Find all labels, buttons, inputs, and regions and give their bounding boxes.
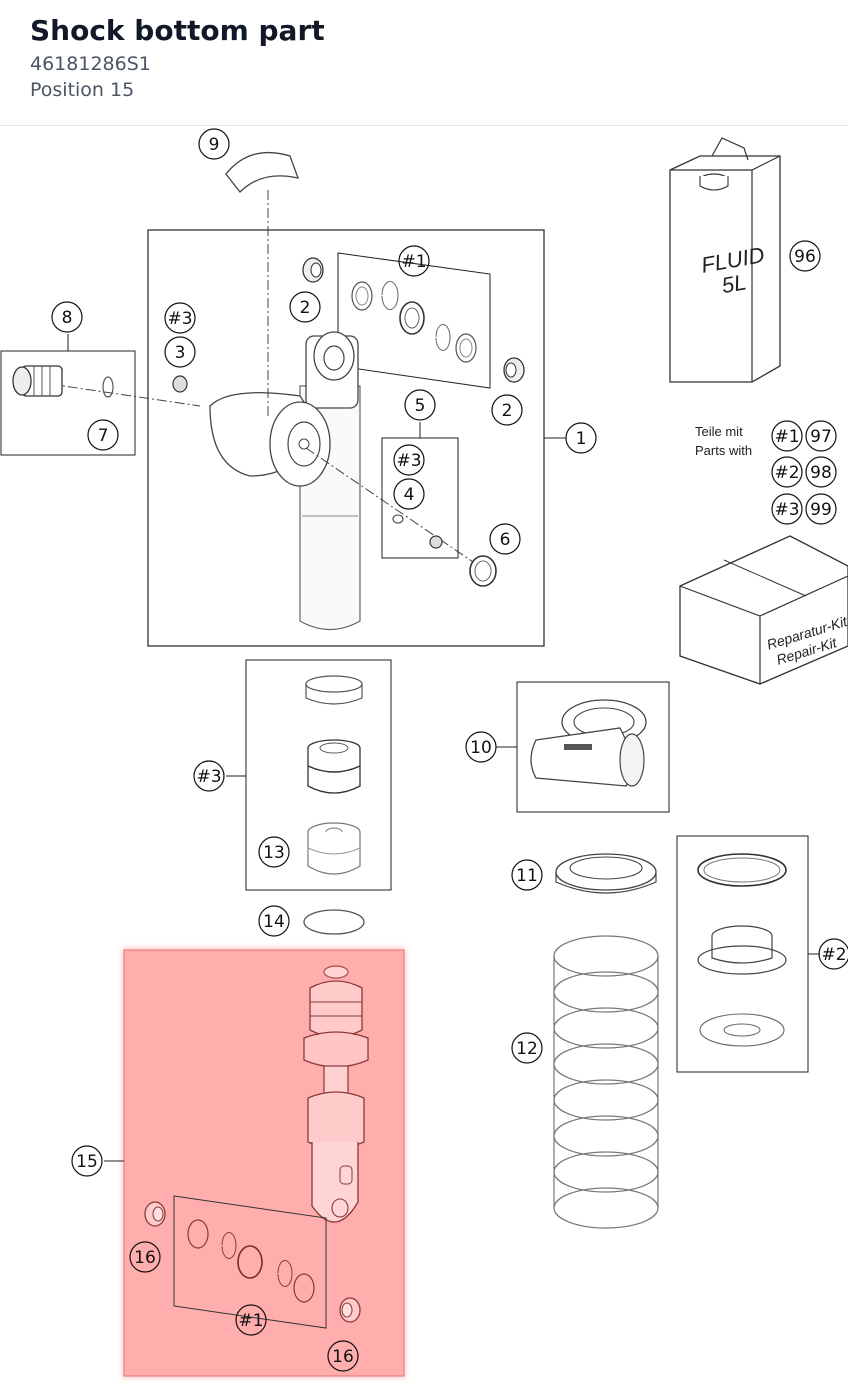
callout-c5[interactable]: 5 bbox=[404, 389, 436, 421]
callout-label: 5 bbox=[415, 396, 426, 416]
part-96-fluid-can: FLUID 5L bbox=[669, 137, 781, 383]
callout-label: 12 bbox=[516, 1039, 538, 1059]
callout-c96[interactable]: 96 bbox=[789, 240, 821, 272]
callout-c3h-mid[interactable]: #3 bbox=[193, 760, 225, 792]
note-teile-mit: Teile mit bbox=[695, 424, 743, 439]
callout-c2a[interactable]: 2 bbox=[289, 291, 321, 323]
callout-c11[interactable]: 11 bbox=[511, 859, 543, 891]
callout-label: 7 bbox=[98, 426, 109, 446]
callout-k98[interactable]: 98 bbox=[805, 456, 837, 488]
callout-c13[interactable]: 13 bbox=[258, 836, 290, 868]
callout-label: #3 bbox=[196, 767, 221, 787]
callout-k2[interactable]: #2 bbox=[771, 456, 803, 488]
callout-c12[interactable]: 12 bbox=[511, 1032, 543, 1064]
part-13-bumper bbox=[307, 822, 361, 875]
callout-c8[interactable]: 8 bbox=[51, 301, 83, 333]
callout-label: 14 bbox=[263, 912, 285, 932]
page-header: Shock bottom part 46181286S1 Position 15 bbox=[0, 0, 848, 126]
group-box-kit-3 bbox=[245, 659, 392, 891]
callout-label: #3 bbox=[396, 451, 421, 471]
callout-label: 1 bbox=[576, 429, 587, 449]
part-10-reservoir-cap bbox=[530, 699, 647, 787]
callout-label: 96 bbox=[794, 247, 816, 267]
callout-label: 10 bbox=[470, 738, 492, 758]
callout-c4[interactable]: 4 bbox=[393, 478, 425, 510]
callout-c2b[interactable]: 2 bbox=[491, 394, 523, 426]
callout-c16a[interactable]: 16 bbox=[129, 1241, 161, 1273]
callout-label: #1 bbox=[774, 427, 799, 447]
callout-label: 6 bbox=[500, 530, 511, 550]
callout-label: 2 bbox=[502, 401, 513, 421]
exploded-parts-diagram: FLUID 5L Reparatur-Kit Repair-Kit Teile … bbox=[0, 126, 848, 1390]
callout-k97[interactable]: 97 bbox=[805, 420, 837, 452]
reservoir-body bbox=[209, 331, 361, 630]
callout-label: 2 bbox=[300, 298, 311, 318]
callout-label: #2 bbox=[774, 463, 799, 483]
callout-c14[interactable]: 14 bbox=[258, 905, 290, 937]
callout-label: 13 bbox=[263, 843, 285, 863]
callout-c2h-right[interactable]: #2 bbox=[818, 938, 848, 970]
part-9-clip bbox=[225, 152, 300, 193]
callout-k99[interactable]: 99 bbox=[805, 493, 837, 525]
page-title: Shock bottom part bbox=[30, 14, 325, 47]
callout-label: 98 bbox=[810, 463, 832, 483]
callout-label: 9 bbox=[209, 135, 220, 155]
callout-c15[interactable]: 15 bbox=[71, 1145, 103, 1177]
part-11-spring-seat bbox=[555, 853, 657, 894]
seal-kit-box-lower bbox=[173, 1195, 327, 1329]
position-label: Position 15 bbox=[30, 79, 135, 101]
part-15-piston-rod bbox=[303, 965, 369, 1223]
part-14-ring bbox=[303, 909, 365, 935]
callout-label: 3 bbox=[175, 343, 186, 363]
seal-kit-box-upper bbox=[337, 252, 491, 389]
callout-label: #1 bbox=[238, 1311, 263, 1331]
callout-c16b[interactable]: 16 bbox=[327, 1340, 359, 1372]
callout-label: 11 bbox=[516, 866, 538, 886]
part-8-adjuster bbox=[12, 365, 63, 397]
callout-c1h-bot[interactable]: #1 bbox=[235, 1304, 267, 1336]
callout-label: #1 bbox=[401, 252, 426, 272]
callout-label: #3 bbox=[774, 500, 799, 520]
callout-k3[interactable]: #3 bbox=[771, 493, 803, 525]
callout-label: 16 bbox=[134, 1248, 156, 1268]
callout-label: 16 bbox=[332, 1347, 354, 1367]
callout-label: #3 bbox=[167, 309, 192, 329]
part-12-spring bbox=[553, 935, 659, 1229]
diagram-svg: FLUID 5L Reparatur-Kit Repair-Kit Teile … bbox=[0, 128, 848, 1378]
callout-c6[interactable]: 6 bbox=[489, 523, 521, 555]
callout-c3h[interactable]: #3 bbox=[164, 302, 196, 334]
part-piston-assembly bbox=[307, 739, 361, 794]
callout-c3[interactable]: 3 bbox=[164, 336, 196, 368]
callout-c10[interactable]: 10 bbox=[465, 731, 497, 763]
fluid-label-line2: 5L bbox=[720, 269, 748, 298]
callout-c9[interactable]: 9 bbox=[198, 128, 230, 160]
note-parts-with: Parts with bbox=[695, 443, 752, 458]
callout-label: 8 bbox=[62, 308, 73, 328]
callout-label: #2 bbox=[821, 945, 846, 965]
callout-label: 97 bbox=[810, 427, 832, 447]
part-number: 46181286S1 bbox=[30, 53, 151, 75]
callout-label: 15 bbox=[76, 1152, 98, 1172]
callout-c1h-top[interactable]: #1 bbox=[398, 245, 430, 277]
callout-c3h-b[interactable]: #3 bbox=[393, 444, 425, 476]
repair-kit-box: Reparatur-Kit Repair-Kit bbox=[679, 535, 848, 685]
callout-c7[interactable]: 7 bbox=[87, 419, 119, 451]
callout-label: 4 bbox=[404, 485, 415, 505]
callout-label: 99 bbox=[810, 500, 832, 520]
callout-c1[interactable]: 1 bbox=[565, 422, 597, 454]
callout-k1[interactable]: #1 bbox=[771, 420, 803, 452]
